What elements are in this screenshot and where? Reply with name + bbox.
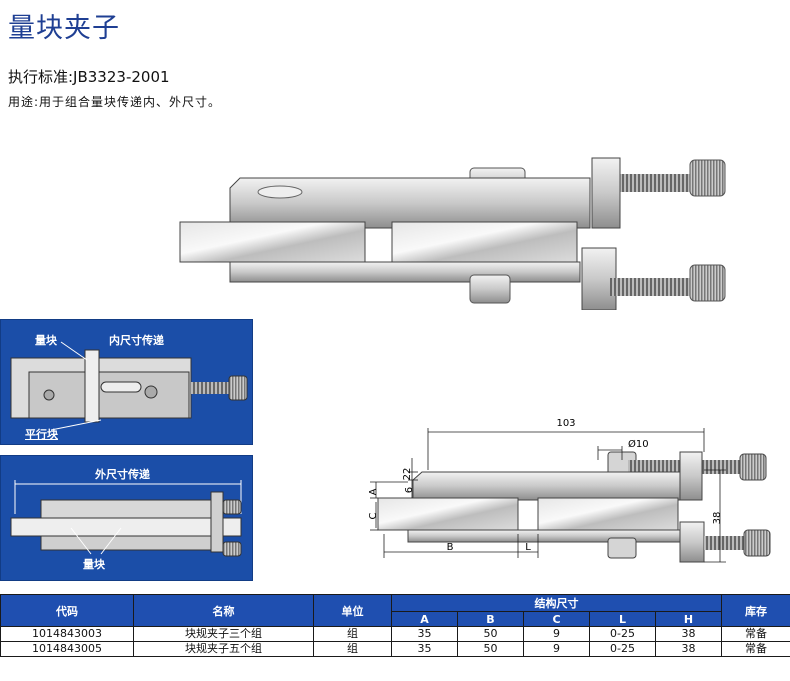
dim-6: 6 bbox=[404, 487, 415, 493]
inner-transfer-panel: 量块 内尺寸传递 平行块 bbox=[0, 319, 253, 445]
header-c: C bbox=[523, 611, 590, 627]
dim-22: 22 bbox=[402, 468, 413, 481]
cell-h: 38 bbox=[655, 626, 722, 642]
product-illustration bbox=[179, 157, 726, 310]
dimension-drawing: 103 Ø10 22 6 A C B L 38 bbox=[368, 418, 771, 563]
inner-transfer-label: 内尺寸传递 bbox=[109, 334, 164, 347]
cell-name: 块规夹子五个组 bbox=[133, 641, 314, 657]
header-structure: 结构尺寸 bbox=[391, 594, 722, 612]
table-row: 1014843003 块规夹子三个组 组 35 50 9 0-25 38 常备 bbox=[0, 626, 790, 642]
gauge-block-label: 量块 bbox=[35, 334, 57, 347]
gauge-block-label-2: 量块 bbox=[83, 558, 105, 571]
cell-stock: 常备 bbox=[721, 641, 790, 657]
header-l: L bbox=[589, 611, 656, 627]
cell-c: 9 bbox=[523, 641, 590, 657]
dim-a: A bbox=[368, 488, 379, 495]
header-b: B bbox=[457, 611, 524, 627]
outer-transfer-label: 外尺寸传递 bbox=[95, 468, 150, 481]
dim-phi10: Ø10 bbox=[628, 438, 649, 450]
standard-text: 执行标准:JB3323-2001 bbox=[8, 68, 170, 86]
cell-b: 50 bbox=[457, 641, 524, 657]
spec-table: 代码 名称 单位 结构尺寸 库存 A B C L H 1014843003 块规… bbox=[0, 594, 790, 657]
table-row: 1014843005 块规夹子五个组 组 35 50 9 0-25 38 常备 bbox=[0, 641, 790, 657]
cell-l: 0-25 bbox=[589, 626, 656, 642]
dim-l: L bbox=[525, 542, 531, 553]
cell-a: 35 bbox=[391, 626, 458, 642]
cell-a: 35 bbox=[391, 641, 458, 657]
header-unit: 单位 bbox=[313, 594, 392, 627]
dim-c: C bbox=[368, 512, 379, 519]
header-a: A bbox=[391, 611, 458, 627]
header-h: H bbox=[655, 611, 722, 627]
cell-code: 1014843005 bbox=[0, 641, 134, 657]
cell-stock: 常备 bbox=[721, 626, 790, 642]
cell-code: 1014843003 bbox=[0, 626, 134, 642]
dim-38: 38 bbox=[712, 512, 723, 525]
header-code: 代码 bbox=[0, 594, 134, 627]
cell-l: 0-25 bbox=[589, 641, 656, 657]
header-stock: 库存 bbox=[721, 594, 790, 627]
inner-transfer-illustration bbox=[10, 341, 248, 431]
parallel-block-label: 平行块 bbox=[25, 428, 58, 441]
header-name: 名称 bbox=[133, 594, 314, 627]
usage-text: 用途:用于组合量块传递内、外尺寸。 bbox=[8, 95, 222, 109]
cell-unit: 组 bbox=[313, 641, 392, 657]
cell-c: 9 bbox=[523, 626, 590, 642]
page-title: 量块夹子 bbox=[8, 13, 120, 44]
dim-b: B bbox=[447, 542, 454, 553]
cell-unit: 组 bbox=[313, 626, 392, 642]
outer-transfer-illustration bbox=[10, 480, 242, 557]
cell-b: 50 bbox=[457, 626, 524, 642]
outer-transfer-panel: 外尺寸传递 量块 bbox=[0, 455, 253, 581]
cell-name: 块规夹子三个组 bbox=[133, 626, 314, 642]
dim-103: 103 bbox=[556, 418, 575, 429]
cell-h: 38 bbox=[655, 641, 722, 657]
